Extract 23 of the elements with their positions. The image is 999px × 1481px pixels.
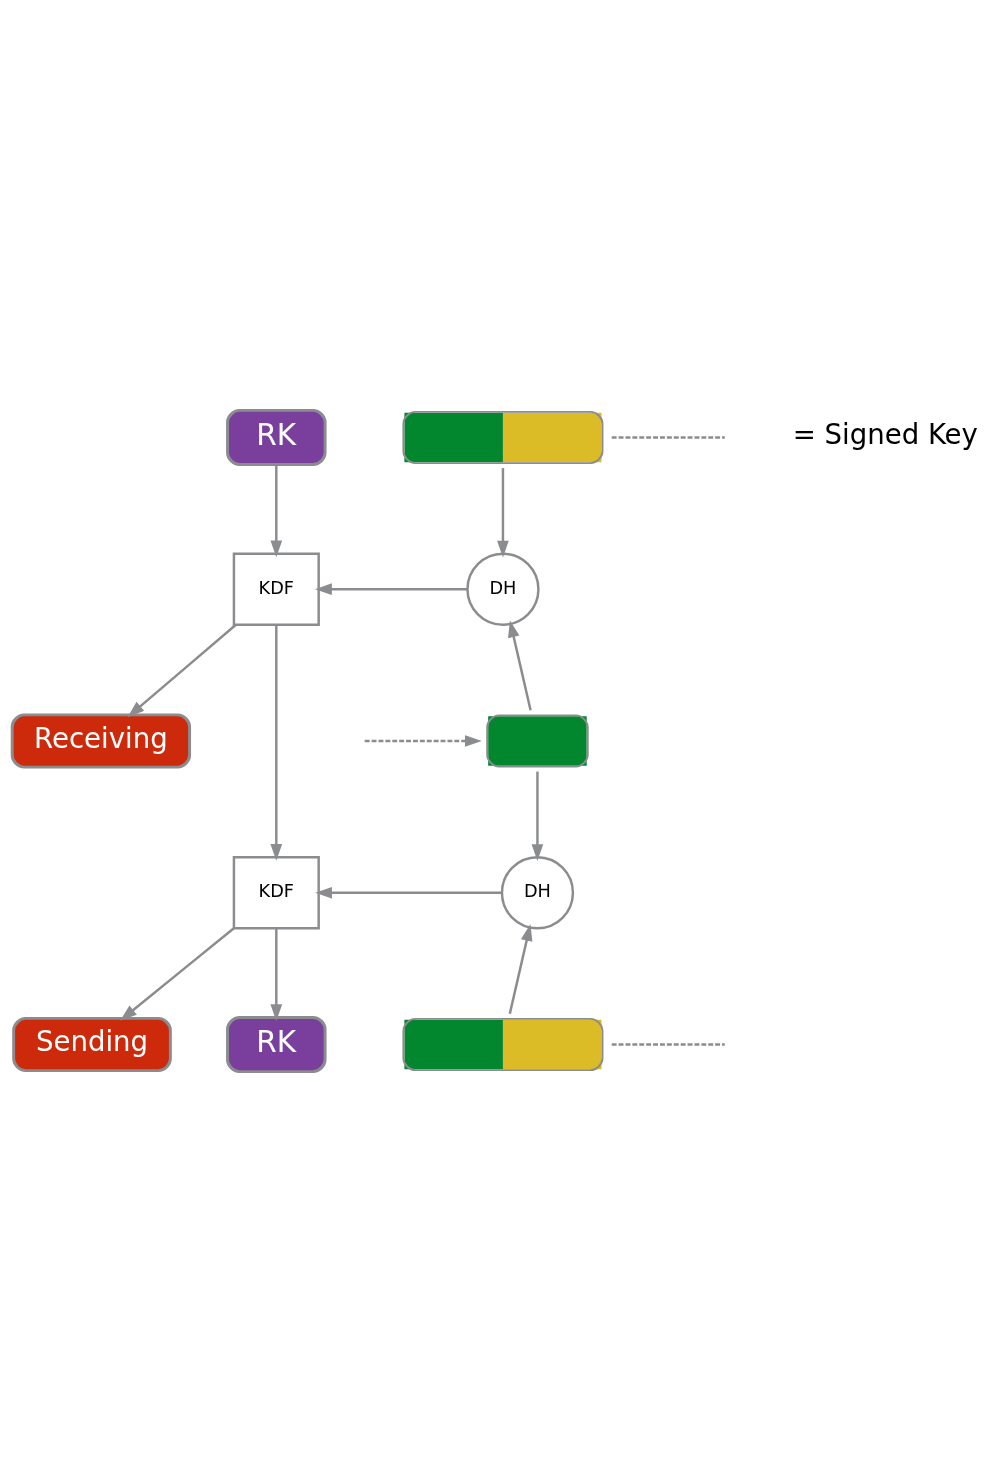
label: = Signed Key [792,417,978,451]
node-box: KDF [232,552,320,626]
arrow [270,464,283,557]
node-box: Receiving [10,712,192,769]
node-circle: DH [500,855,575,929]
arrow [315,886,502,899]
node-box: RK [226,408,327,466]
arrow [270,624,283,861]
arrow [127,623,237,717]
arrow [508,923,533,1014]
node-box: RK [226,1015,327,1073]
arrow [364,734,482,747]
arrow [120,927,235,1021]
node-box: KDF [232,855,320,929]
arrow [507,620,532,710]
connector [611,435,725,439]
connector [611,1042,725,1046]
arrow [497,467,509,557]
node-circle: DH [466,552,540,626]
arrow [315,582,468,595]
arrow [531,771,544,861]
node-box: Sending [12,1016,172,1072]
arrow [270,928,283,1021]
